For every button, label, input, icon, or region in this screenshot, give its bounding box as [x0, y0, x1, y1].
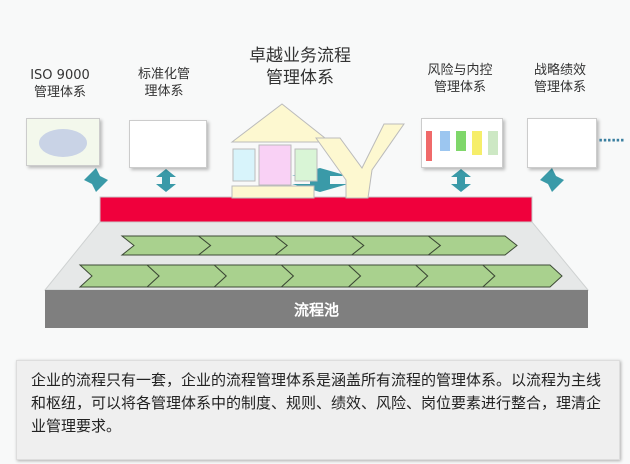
process-chevron — [197, 235, 289, 256]
process-pool: 流程池 — [45, 290, 588, 328]
system-label-bpm: 卓越业务流程 管理体系 — [220, 45, 380, 89]
label-line: 战略绩效 — [533, 63, 586, 78]
label-line: 管理体系 — [433, 80, 486, 95]
description-box: 企业的流程只有一套，企业的流程管理体系是涵盖所有流程的管理体系。以流程为主线和枢… — [16, 360, 620, 460]
label-line: ISO 9000 — [30, 68, 90, 83]
label-line: 管理体系 — [533, 80, 586, 95]
process-chevron — [145, 264, 228, 288]
process-chevron — [347, 264, 429, 288]
more-systems-indicator: ······ — [598, 133, 625, 149]
process-chevron — [78, 264, 160, 288]
process-chevron — [414, 264, 496, 288]
process-chevron — [426, 235, 518, 256]
system-label-iso9000: ISO 9000 管理体系 — [18, 67, 102, 101]
bpm-house-icon — [230, 103, 405, 199]
description-text: 企业的流程只有一套，企业的流程管理体系是涵盖所有流程的管理体系。以流程为主线和枢… — [31, 371, 602, 435]
risk-diagram-thumbnail — [421, 118, 503, 168]
integration-bar — [99, 196, 533, 223]
system-label-risk: 风险与内控 管理体系 — [415, 62, 505, 96]
bidirectional-arrow-icon — [84, 168, 108, 192]
label-line: 理体系 — [144, 84, 184, 99]
label-line: 卓越业务流程 — [249, 46, 351, 66]
label-line: 标准化管 — [137, 67, 190, 82]
system-label-standardization: 标准化管 理体系 — [122, 66, 206, 100]
iso-diagram-thumbnail — [26, 118, 100, 166]
process-chevron — [280, 264, 362, 288]
strategy-diagram-thumbnail — [527, 118, 597, 168]
process-chevron — [481, 264, 563, 288]
label-line: 管理体系 — [266, 68, 334, 88]
process-chevron — [273, 235, 365, 256]
bidirectional-arrow-icon — [540, 168, 564, 192]
process-chevron — [350, 235, 442, 256]
standard-diagram-thumbnail — [129, 120, 207, 168]
system-label-strategy: 战略绩效 管理体系 — [520, 62, 600, 96]
bidirectional-arrow-icon — [156, 169, 176, 192]
bidirectional-arrow-icon — [451, 169, 471, 192]
process-chevron — [120, 235, 212, 256]
label-line: 管理体系 — [33, 85, 86, 100]
process-chevron — [213, 264, 295, 288]
label-line: 风险与内控 — [427, 63, 493, 78]
